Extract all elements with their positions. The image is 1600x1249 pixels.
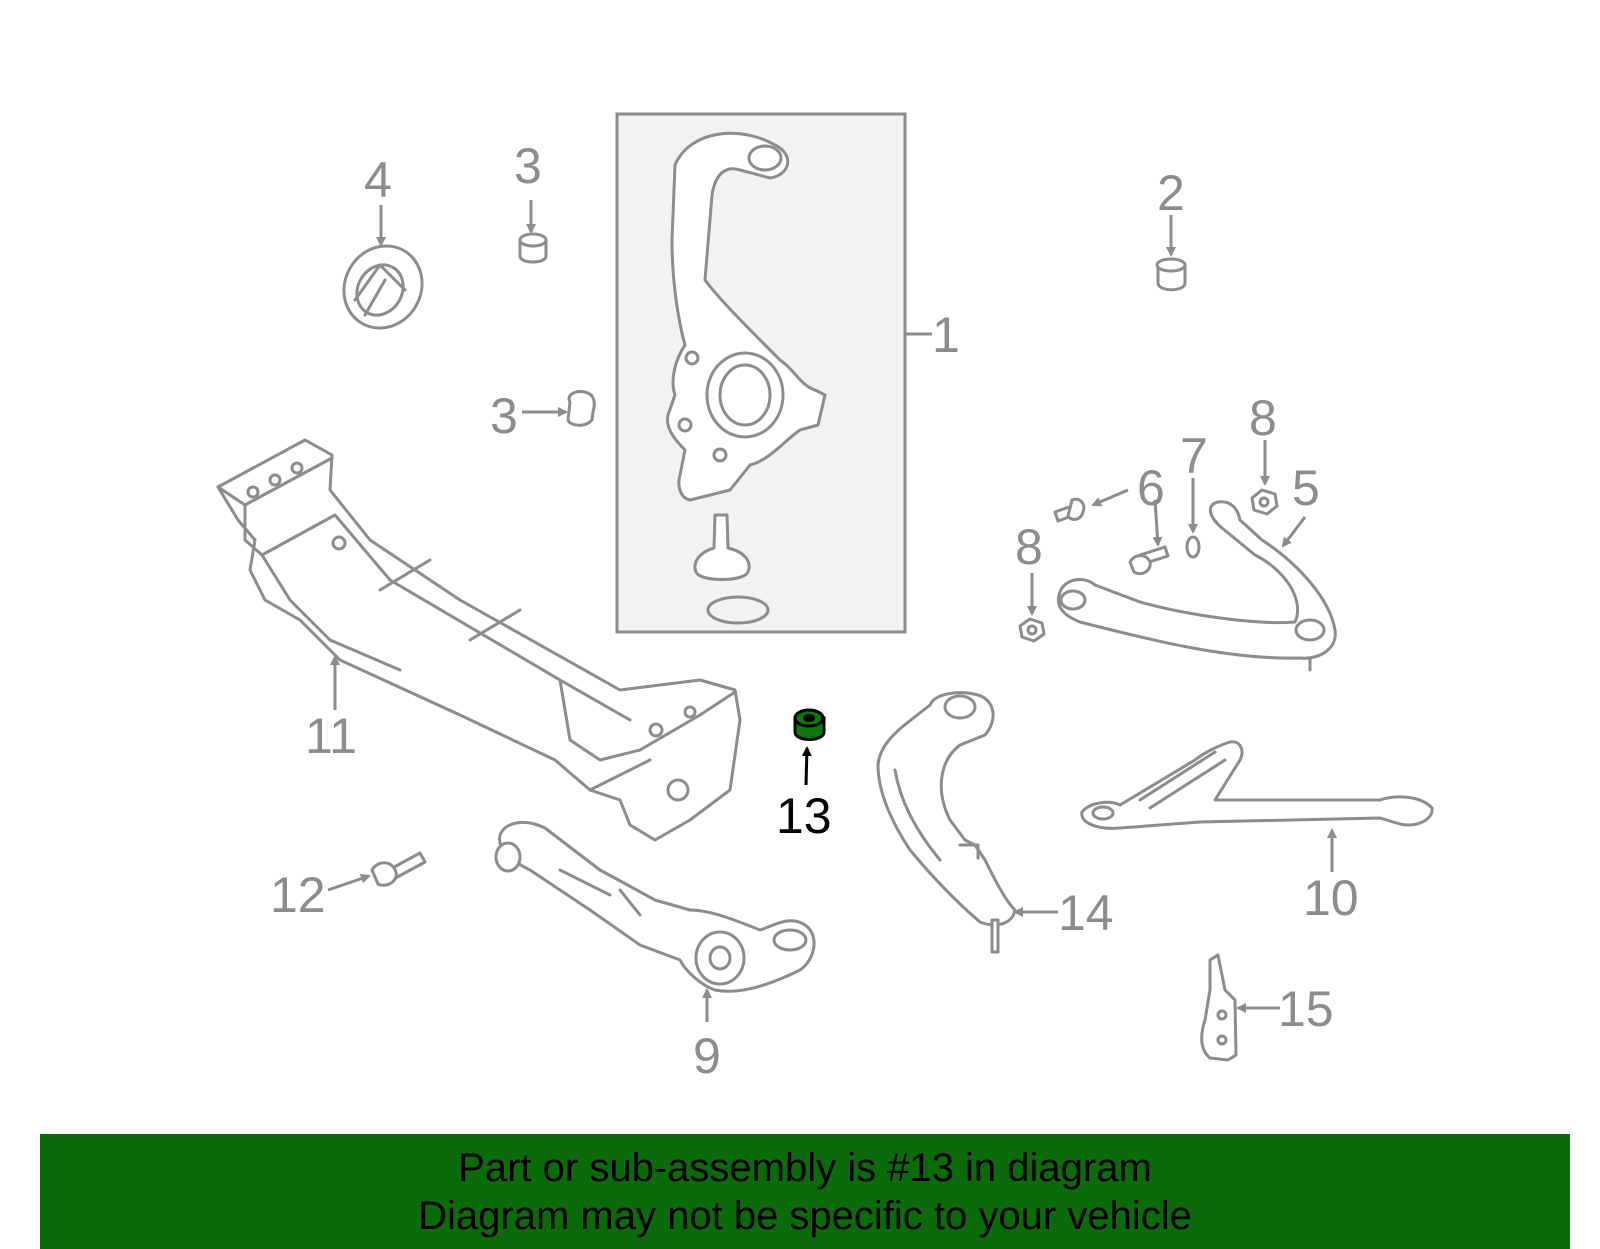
callout-15: 15 — [1278, 981, 1334, 1037]
leader-13 — [801, 746, 812, 786]
part-3-bushing-top — [518, 232, 548, 264]
part-7-washer — [1185, 535, 1201, 559]
leader-6a — [1091, 488, 1129, 507]
callout-2: 2 — [1157, 165, 1185, 221]
callout-4: 4 — [364, 152, 392, 208]
callout-6: 6 — [1137, 460, 1165, 516]
part-6-bolt-upper — [1053, 497, 1086, 523]
part-8-nut-right — [1250, 488, 1279, 516]
part-5-upper-control-arm — [1056, 500, 1337, 672]
knuckle-hub-inner — [718, 363, 772, 427]
callout-13: 13 — [776, 788, 832, 844]
callout-3a: 3 — [514, 138, 542, 194]
ball-joint — [693, 513, 751, 581]
part-4-dust-cover — [342, 244, 424, 330]
steering-knuckle — [665, 131, 827, 502]
part-14-lower-control-arm — [876, 691, 1017, 954]
part-12-bolt — [370, 851, 427, 887]
knuckle-hole-2 — [677, 417, 693, 433]
part-10-tension-rod — [1080, 740, 1434, 830]
part-1-knuckle-assembly — [615, 112, 907, 634]
part-8-nut-left — [1018, 617, 1046, 643]
callout-10: 10 — [1303, 870, 1359, 926]
banner-disclaimer-line: Diagram may not be specific to your vehi… — [418, 1194, 1192, 1238]
knuckle-hole-3 — [712, 447, 728, 463]
leader-12 — [327, 873, 371, 892]
callout-3b: 3 — [490, 388, 518, 444]
part-6-bolt-lower — [1128, 545, 1170, 576]
leader-6b — [1152, 499, 1163, 547]
part-13-highlighted-bushing[interactable] — [793, 708, 826, 741]
callout-5: 5 — [1292, 460, 1320, 516]
callout-12: 12 — [270, 867, 326, 923]
callout-8b: 8 — [1015, 519, 1043, 575]
callout-11: 11 — [305, 708, 357, 764]
leader-5 — [1281, 516, 1307, 548]
part-9-lower-link — [494, 820, 816, 993]
part-11-crossmember — [216, 438, 742, 842]
callout-8a: 8 — [1249, 390, 1277, 446]
callout-9: 9 — [693, 1028, 721, 1084]
banner-part-line: Part or sub-assembly is #13 in diagram — [458, 1146, 1152, 1190]
callout-1: 1 — [932, 307, 960, 363]
callout-7: 7 — [1180, 428, 1208, 484]
info-banner: Part or sub-assembly is #13 in diagram D… — [40, 1134, 1570, 1249]
part-15-bracket — [1200, 953, 1238, 1062]
callout-14: 14 — [1058, 885, 1114, 941]
snap-ring — [706, 595, 770, 625]
part-2-bushing — [1155, 257, 1187, 292]
knuckle-hole-1 — [684, 350, 700, 366]
part-3-bushing-mid — [566, 390, 596, 427]
knuckle-upper-eye — [747, 144, 783, 172]
